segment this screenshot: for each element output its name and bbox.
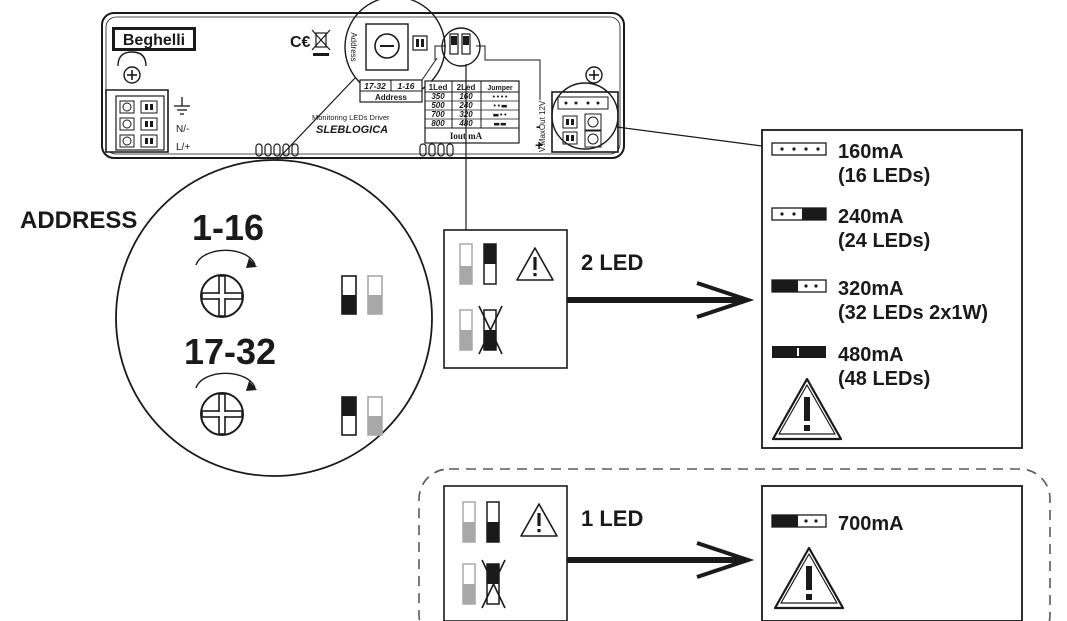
dip-switch-2led-crossed-icon — [459, 305, 503, 355]
rotate-arrow-icon — [195, 372, 256, 389]
jumper-700-icon — [771, 514, 827, 528]
address-range-17-32: 17-32 — [184, 331, 276, 372]
ground-icon — [174, 97, 190, 115]
two-led-label: 2 LED — [581, 250, 643, 275]
output-zoom-circle — [551, 82, 619, 150]
product-subtitle: Monitoring LEDs Driver — [312, 113, 390, 122]
jumper-480-icon — [772, 346, 826, 358]
rotate-arrow-icon — [195, 249, 256, 266]
brand-logo: Beghelli — [123, 32, 185, 49]
dip-switch-1led-crossed-icon — [462, 559, 506, 609]
address-table: 17-32 1-16 Address — [359, 79, 423, 103]
current-table-cell: 500 — [431, 101, 445, 110]
current-table-cell: 700 — [431, 110, 445, 119]
address-range-1-16: 1-16 — [192, 207, 264, 248]
option-detail: (48 LEDs) — [838, 368, 930, 390]
one-led-label: 1 LED — [581, 506, 643, 531]
weee-bin-icon — [311, 29, 331, 56]
polarity-minus: - — [536, 118, 541, 134]
current-table-cell: ••▬ — [493, 102, 508, 110]
led-driver-device: Beghelli C€ Address 17-32 1-16 Address — [101, 0, 625, 159]
option-current: 480mA — [838, 344, 904, 366]
current-table-cell: ▬▬ — [493, 120, 506, 128]
option-detail: (16 LEDs) — [838, 165, 930, 187]
current-table: 1Led 2Led Jumper 350 160 •••• 500 240 ••… — [424, 80, 520, 144]
address-table-col2: 1-16 — [397, 81, 414, 91]
dip-switch-17-32-icon — [341, 396, 383, 436]
address-vertical-label: Address — [349, 32, 358, 61]
option-detail: (24 LEDs) — [838, 230, 930, 252]
terminal-label-live: L/+ — [176, 142, 190, 153]
option-current: 240mA — [838, 206, 904, 228]
one-led-options-panel — [761, 485, 1023, 621]
option-current: 700mA — [838, 513, 904, 535]
jumper-160-icon — [771, 142, 827, 156]
address-title: ADDRESS — [20, 207, 137, 234]
vout-label: V.MaxOut 12V — [538, 100, 547, 152]
output-terminal-block — [551, 91, 619, 153]
current-table-cell: 350 — [431, 92, 445, 101]
rotary-switch-2-icon — [200, 392, 244, 436]
ce-mark: C€ — [290, 34, 311, 51]
product-name: SLEBLOGICA — [316, 124, 388, 136]
arrow-icon — [567, 281, 755, 319]
jumper-240-icon — [771, 207, 827, 221]
rotary-switch-1-icon — [200, 274, 244, 318]
address-detail-circle — [115, 159, 433, 477]
option-current: 160mA — [838, 141, 904, 163]
dip-switch-1led-on-icon — [462, 501, 500, 543]
dip-switch-2led-on-icon — [459, 243, 497, 285]
terminal-label-neutral: N/- — [176, 124, 189, 135]
current-table-cell: 800 — [431, 119, 445, 128]
current-table-cell: ▬•• — [493, 111, 508, 119]
input-terminal-block — [105, 89, 169, 153]
option-current: 320mA — [838, 278, 904, 300]
current-table-header: Jumper — [487, 85, 513, 92]
dip-switch-1-16-icon — [341, 275, 383, 315]
address-table-col1: 17-32 — [364, 81, 386, 91]
arrow-icon — [567, 541, 755, 579]
current-table-cell: •••• — [492, 93, 509, 101]
current-table-header: 1Led — [429, 83, 448, 92]
rotary-switch-icon — [374, 33, 400, 59]
address-table-footer: Address — [375, 93, 408, 102]
option-detail: (32 LEDs 2x1W) — [838, 302, 988, 324]
jumper-zoom-circle — [441, 27, 481, 67]
polarity-plus: + — [535, 137, 543, 153]
jumper-320-icon — [771, 279, 827, 293]
vent-slots — [255, 143, 454, 157]
